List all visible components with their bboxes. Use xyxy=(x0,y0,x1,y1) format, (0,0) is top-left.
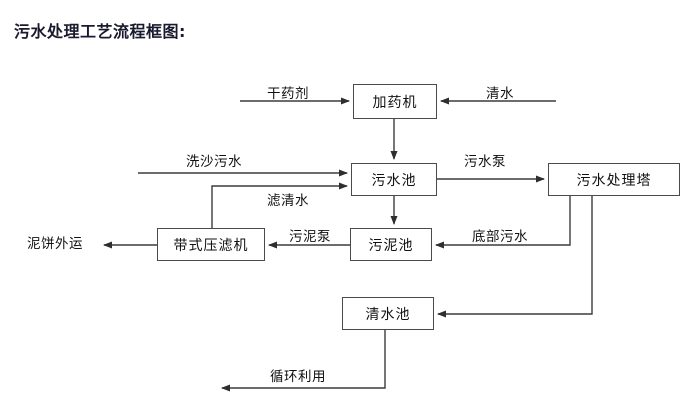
edge-label-clean-water: 清水 xyxy=(486,86,514,102)
edge-label-bottom-sewage: 底部污水 xyxy=(472,229,528,245)
terminal-mud-cake-out: 泥饼外运 xyxy=(27,236,83,252)
edge-label-dry-chemical: 干药剂 xyxy=(267,86,309,102)
node-label: 清水池 xyxy=(365,306,411,323)
node-belt-filter-press[interactable]: 带式压滤机 xyxy=(157,228,265,261)
node-label: 加药机 xyxy=(372,94,418,111)
wire-tower-to-sludge xyxy=(435,196,571,249)
edge-label-filtered-water: 滤清水 xyxy=(267,193,309,209)
node-label: 带式压滤机 xyxy=(173,237,249,254)
node-sewage-treatment-tower[interactable]: 污水处理塔 xyxy=(548,163,680,196)
node-sewage-pool[interactable]: 污水池 xyxy=(351,163,437,196)
wire-press-to-sewage xyxy=(211,182,348,228)
edge-label-sand-wash-sewage: 洗沙污水 xyxy=(186,154,242,170)
wire-clear-to-recycle xyxy=(221,330,386,392)
node-label: 污泥池 xyxy=(368,237,414,254)
edge-label-sewage-pump: 污水泵 xyxy=(464,154,506,170)
node-dosing-machine[interactable]: 加药机 xyxy=(353,84,437,119)
node-sludge-pool[interactable]: 污泥池 xyxy=(350,228,432,261)
node-label: 污水处理塔 xyxy=(576,172,652,189)
page-title: 污水处理工艺流程框图: xyxy=(14,22,186,41)
wire-tower-to-clear xyxy=(437,196,593,318)
node-clear-water-pool[interactable]: 清水池 xyxy=(342,297,434,330)
node-label: 污水池 xyxy=(371,172,417,189)
edge-label-sludge-pump: 污泥泵 xyxy=(289,229,331,245)
edge-label-recycle: 循环利用 xyxy=(270,369,326,385)
